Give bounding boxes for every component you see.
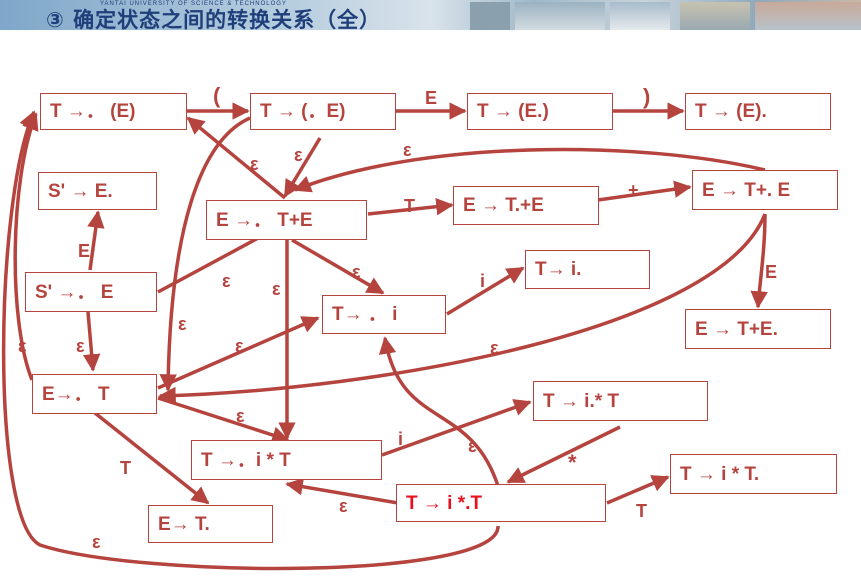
transition-label: ): [643, 84, 651, 109]
arrow-s16-s17: [606, 475, 670, 505]
transition-label: ε: [339, 496, 348, 516]
transition-label: *: [568, 450, 577, 475]
arrow-s14-s16: [506, 425, 621, 484]
state-box: T → i.* T: [533, 381, 708, 421]
arrow-s8-s13: [158, 213, 767, 405]
state-box: E→ T.: [148, 505, 273, 543]
transition-label: (: [213, 83, 221, 108]
arrow-s13-s15: [157, 396, 290, 444]
state-box: E → T+E.: [685, 309, 831, 349]
arrow-s16-s1: [1, 110, 500, 571]
arrow-s9-s5: [87, 210, 105, 271]
transition-label: T: [404, 196, 415, 216]
arrow-s8-s12: [750, 213, 768, 309]
building-image: [470, 2, 510, 30]
arrow-s8-s6: [293, 147, 766, 193]
state-box: T → (E).: [685, 93, 831, 130]
transition-label: ε: [178, 314, 187, 334]
state-box: T → i * T.: [670, 454, 837, 494]
transition-label: T: [636, 501, 647, 521]
transition-label: ε: [235, 336, 244, 356]
state-box: S' → E.: [38, 172, 157, 210]
arrow-s16-s10: [378, 336, 500, 487]
arrow-s2-s13: [159, 116, 251, 392]
arrow-s13-s18: [93, 411, 210, 505]
state-box: T →． (E): [40, 93, 187, 130]
transition-label: E: [765, 262, 778, 282]
transition-label: ε: [222, 271, 231, 291]
state-box: E → T+. E: [692, 170, 838, 210]
arrow-s6-s7: [367, 197, 454, 216]
state-box: T → (E.): [467, 93, 613, 130]
arrow-s9-s13: [82, 311, 101, 372]
state-box: E → T.+E: [453, 186, 599, 225]
transition-label: E: [425, 88, 438, 108]
building-image: [680, 2, 750, 30]
arrow-s10-s11: [446, 266, 525, 316]
transition-label: ε: [92, 532, 101, 552]
state-box: S' →． E: [25, 272, 157, 312]
state-box: E→． T: [32, 374, 157, 414]
state-box: E →． T+E: [206, 200, 367, 240]
arrow-s6-s10: [291, 238, 385, 295]
transition-label: i: [398, 429, 404, 449]
building-image: [755, 2, 861, 30]
transition-label: ε: [490, 338, 499, 358]
header-banner: YANTAI UNIVERSITY OF SCIENCE & TECHNOLOG…: [0, 0, 861, 30]
arrow-s13-s10: [157, 316, 320, 390]
state-box: T →．i * T: [191, 440, 382, 480]
transition-label: ε: [403, 140, 412, 160]
arrow-s16-s15: [285, 478, 399, 505]
building-image: [515, 2, 605, 30]
transition-label: ε: [76, 336, 85, 356]
transition-label: ε: [294, 145, 303, 165]
transition-label: ε: [272, 279, 281, 299]
arrow-s7-s8: [597, 180, 692, 202]
transition-label: ε: [352, 262, 361, 282]
transition-label: E: [78, 241, 91, 261]
transition-label: ε: [18, 336, 27, 356]
state-box: T → (．E): [250, 93, 396, 130]
transition-label: +: [628, 180, 639, 200]
arrow-s6-s1: [186, 116, 287, 200]
state-box: T→ i.: [525, 250, 650, 289]
arrow-s2-s6: [283, 137, 322, 198]
transition-label: T: [120, 458, 131, 478]
transition-label: i: [480, 271, 486, 291]
transition-label: ε: [250, 154, 259, 174]
transition-label: ε: [236, 406, 245, 426]
state-box-highlighted: T → i *.T: [396, 484, 606, 522]
university-subtitle: YANTAI UNIVERSITY OF SCIENCE & TECHNOLOG…: [100, 1, 287, 7]
slide-title: ③ 确定状态之间的转换关系（全）: [46, 8, 382, 30]
building-image: [610, 2, 670, 30]
transition-label: ε: [468, 436, 477, 456]
arrow-s13-s1: [13, 112, 39, 381]
state-box: T→ ． i: [322, 295, 446, 334]
